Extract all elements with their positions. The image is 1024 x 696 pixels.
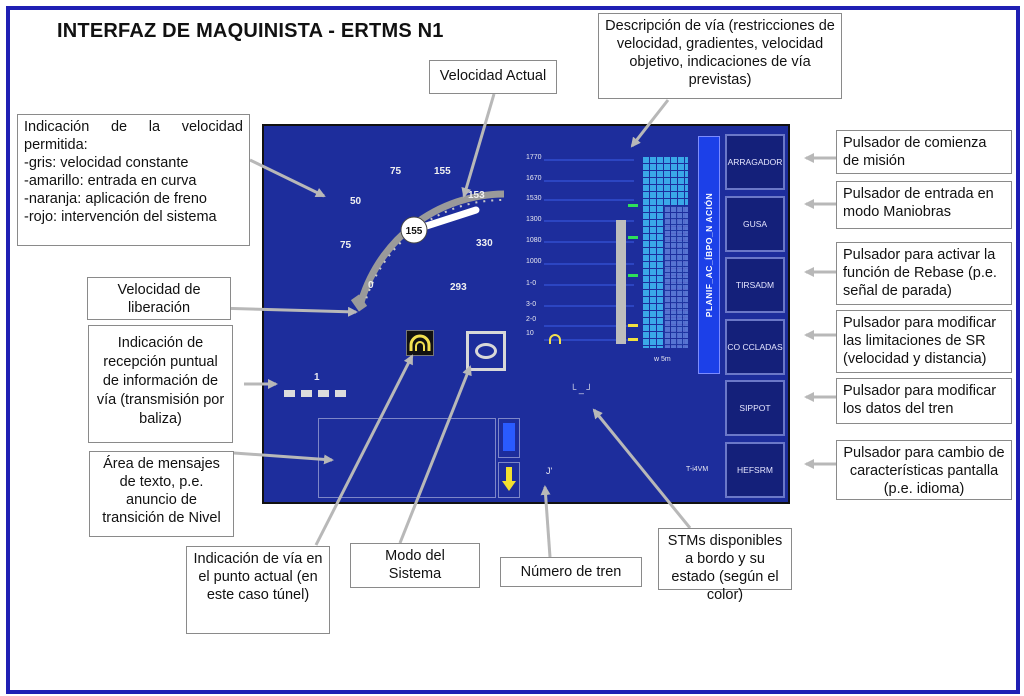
sr-limits-button[interactable]: CO CCLADAS: [725, 319, 785, 375]
start-mission-button[interactable]: ARRAGADOR: [725, 134, 785, 190]
dial-tick-label: 293: [450, 282, 467, 293]
speed-profile-markers: [628, 196, 642, 346]
planning-bar: PLANIF_AC_ÍBPO_N ACIÓN: [698, 136, 720, 374]
scale-label: 1080: [526, 237, 542, 244]
label-text-messages: Área de mensajes de texto, p.e. anuncio …: [89, 451, 234, 537]
label-current-speed: Velocidad Actual: [429, 60, 557, 94]
label-release-speed: Velocidad de liberación: [87, 277, 231, 320]
text-message-area: [318, 418, 496, 498]
override-button[interactable]: TIRSADM: [725, 257, 785, 313]
scale-label: 1-0: [526, 280, 537, 287]
dial-tick-label: 153: [468, 190, 485, 201]
label-sr-limits-button: Pulsador para modificar las limitaciones…: [836, 310, 1012, 373]
permitted-speed-line: -naranja: aplicación de freno: [24, 191, 207, 207]
balise-indicator: 1: [284, 372, 352, 402]
speedometer: 155 0 75 50 75 155 153 330 293: [340, 166, 505, 312]
planning-bar-label: PLANIF_AC_ÍBPO_N ACIÓN: [704, 192, 714, 318]
permitted-speed-line: -amarillo: entrada en curva: [24, 173, 197, 189]
label-track-indication: Indicación de vía en el punto actual (en…: [186, 546, 330, 634]
planning-grid-dim: [664, 206, 688, 348]
arrow-down-icon: [502, 467, 516, 491]
label-shunting-button: Pulsador de entrada en modo Maniobras: [836, 181, 1012, 229]
planning-footer: w 5m: [654, 356, 671, 363]
label-train-number: Número de tren: [500, 557, 642, 587]
outer-frame: [6, 6, 1020, 694]
dial-tick-label: 75: [390, 166, 402, 177]
tunnel-icon: [406, 330, 434, 356]
label-override-button: Pulsador para activar la función de Reba…: [836, 242, 1012, 305]
label-permitted-speed: Indicación de la velocidad permitida: -g…: [17, 114, 250, 246]
label-stms: STMs disponibles a bordo y su estado (se…: [658, 528, 792, 603]
current-speed-value: 155: [406, 226, 423, 237]
dial-tick-label: 155: [434, 166, 451, 177]
system-mode-icon: [466, 331, 506, 371]
scale-label: 2-0: [526, 316, 537, 323]
dial-tick-label: 330: [476, 238, 493, 249]
scale-label: 1530: [526, 195, 542, 202]
label-train-data-button: Pulsador para modificar los datos del tr…: [836, 378, 1012, 424]
dial-ticks-arc: [363, 199, 503, 307]
scale-label: 1770: [526, 154, 542, 161]
dial-tick-label: 50: [350, 196, 362, 207]
balise-count: 1: [314, 372, 320, 383]
dmi-screen: 155 0 75 50 75 155 153 330 293 1770 1670…: [262, 124, 790, 504]
label-system-mode: Modo del Sistema: [350, 543, 480, 588]
label-screen-settings-button: Pulsador para cambio de características …: [836, 440, 1012, 500]
bottom-right-indicator: T-i4VM: [686, 466, 709, 473]
stm-indicator: └ _ ┘: [570, 384, 593, 394]
permitted-speed-line: Indicación de la velocidad permitida:: [24, 119, 243, 153]
train-number-value: J': [546, 466, 553, 476]
tunnel-symbol: [409, 334, 431, 351]
page-title: INTERFAZ DE MAQUINISTA - ERTMS N1: [57, 20, 444, 42]
message-scroll-down-button[interactable]: [498, 462, 520, 498]
dial-tick-label: 0: [368, 280, 374, 291]
permitted-speed-line: -rojo: intervención del sistema: [24, 209, 217, 225]
message-scroll-indicator: [498, 418, 520, 458]
scale-label: 1300: [526, 216, 542, 223]
permitted-speed-arc: [356, 190, 505, 307]
release-speed-marker: [350, 294, 368, 312]
scale-label: 3-0: [526, 301, 537, 308]
shunting-button[interactable]: GUSA: [725, 196, 785, 252]
planning-track-icon: [548, 332, 562, 344]
scale-label: 1670: [526, 175, 542, 182]
gradient-profile: [616, 220, 626, 344]
permitted-speed-line: -gris: velocidad constante: [24, 155, 189, 171]
label-start-mission-button: Pulsador de comienza de misión: [836, 130, 1012, 174]
label-balise-reception: Indicación de recepción puntual de infor…: [88, 325, 233, 443]
dial-tick-label: 75: [340, 240, 352, 251]
screen-settings-button[interactable]: HEFSRM: [725, 442, 785, 498]
scale-label: 1000: [526, 258, 542, 265]
train-data-button[interactable]: SIPPOT: [725, 380, 785, 436]
current-speed-circle: [400, 216, 428, 244]
label-track-description: Descripción de vía (restricciones de vel…: [598, 13, 842, 99]
scale-label: 10: [526, 330, 534, 337]
